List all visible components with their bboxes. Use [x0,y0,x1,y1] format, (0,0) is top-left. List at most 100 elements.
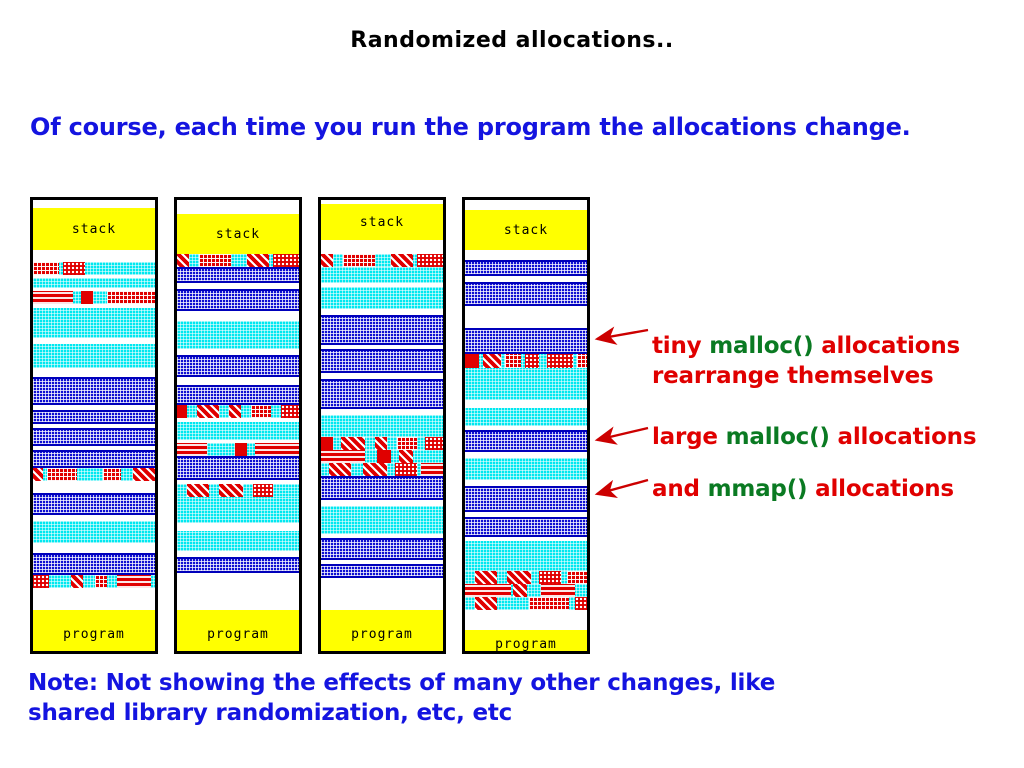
tiny-allocation-chip [321,450,365,463]
mmap-block [177,497,299,523]
free-space [33,275,155,278]
large-malloc-block [465,260,587,276]
tiny-allocation-row [33,262,155,275]
footer-note-line2: shared library randomization, etc, etc [28,700,513,727]
tiny-allocation-chip [391,254,413,267]
tiny-allocation-row [465,571,587,584]
tiny-allocation-row [321,450,443,463]
tiny-allocation-chip [577,354,587,368]
annotation-tiny-malloc: tiny malloc() allocations rearrange them… [652,332,960,392]
page-title: Randomized allocations.. [350,28,674,53]
tiny-allocation-chip [229,405,241,418]
tiny-allocation-chip [529,597,569,610]
label-program: program [351,626,413,642]
tiny-allocation-row [177,443,299,456]
large-malloc-block [465,328,587,354]
large-malloc-block [33,428,155,446]
free-space [465,537,587,541]
tiny-allocation-chip [567,571,587,584]
free-space [465,276,587,282]
large-malloc-block [177,267,299,283]
tiny-allocation-chip [425,437,443,450]
tiny-allocation-chip [187,484,209,497]
free-space [33,515,155,521]
free-space [321,560,443,564]
annotation-tiny-line2: rearrange themselves [652,362,934,389]
tiny-allocation-row [177,254,299,267]
free-space [465,306,587,328]
annotation-large-code: malloc() [725,424,830,450]
mmap-block [33,278,155,288]
tiny-allocation-chip [197,405,219,418]
tiny-allocation-chip [547,354,573,368]
segment-stack [321,204,443,240]
annotation-tiny-post: allocations [813,333,960,359]
footer-note: Note: Not showing the effects of many ot… [28,668,928,729]
subtitle-text: Of course, each time you run the program… [30,113,911,141]
tiny-allocation-chip [63,262,85,275]
tiny-allocation-chip [343,254,375,267]
free-space [33,288,155,291]
mmap-block [33,344,155,368]
free-space [177,349,299,355]
tiny-allocation-chip [475,571,497,584]
tiny-allocation-row [321,437,443,450]
large-malloc-block [33,410,155,424]
tiny-allocation-chip [507,571,531,584]
label-program: program [63,626,125,642]
free-space [177,200,299,214]
tiny-allocation-chip [107,291,155,304]
segment-program [321,610,443,651]
tiny-allocation-chip [255,443,299,456]
mmap-block [465,368,587,400]
mmap-block [465,408,587,426]
free-space [465,400,587,408]
free-space [33,338,155,344]
free-space [321,578,443,610]
segment-stack [33,208,155,250]
annotation-large-malloc: large malloc() allocations [652,423,977,453]
free-space [177,440,299,443]
tiny-allocation-chip [525,354,539,368]
free-space [321,409,443,415]
free-space [33,446,155,450]
free-space [177,283,299,289]
mmap-block [321,267,443,283]
free-space [33,543,155,553]
tiny-allocation-chip [321,254,333,267]
tiny-allocation-chip [321,437,333,450]
large-malloc-block [177,557,299,573]
mmap-block [465,541,587,571]
tiny-allocation-row [33,575,155,588]
annotation-mmap-post: allocations [807,476,954,502]
tiny-allocation-chip [177,405,187,418]
free-space [465,452,587,458]
label-stack: stack [215,226,261,242]
tiny-allocation-chip [95,575,107,588]
tiny-allocation-chip [329,463,351,476]
free-space [33,588,155,610]
free-space [33,481,155,493]
tiny-allocation-chip [47,468,77,481]
tiny-allocation-chip [219,484,243,497]
tiny-allocation-row [321,254,443,267]
large-malloc-block [321,349,443,373]
free-space [177,377,299,385]
tiny-allocation-row [321,463,443,476]
free-space [33,200,155,208]
annotation-tiny-line1: tiny malloc() allocations [652,332,960,362]
tiny-allocation-chip [177,443,207,456]
segment-stack [177,214,299,254]
tiny-allocation-chip [375,437,387,450]
tiny-allocation-row [177,405,299,418]
mmap-block [33,521,155,543]
annotation-mmap: and mmap() allocations [652,475,954,505]
tiny-allocation-chip [247,254,269,267]
free-space [321,283,443,287]
tiny-allocation-chip [363,463,387,476]
tiny-allocation-chip [513,584,527,597]
tiny-allocation-chip [395,463,417,476]
large-malloc-block [321,315,443,345]
tiny-allocation-chip [539,571,561,584]
